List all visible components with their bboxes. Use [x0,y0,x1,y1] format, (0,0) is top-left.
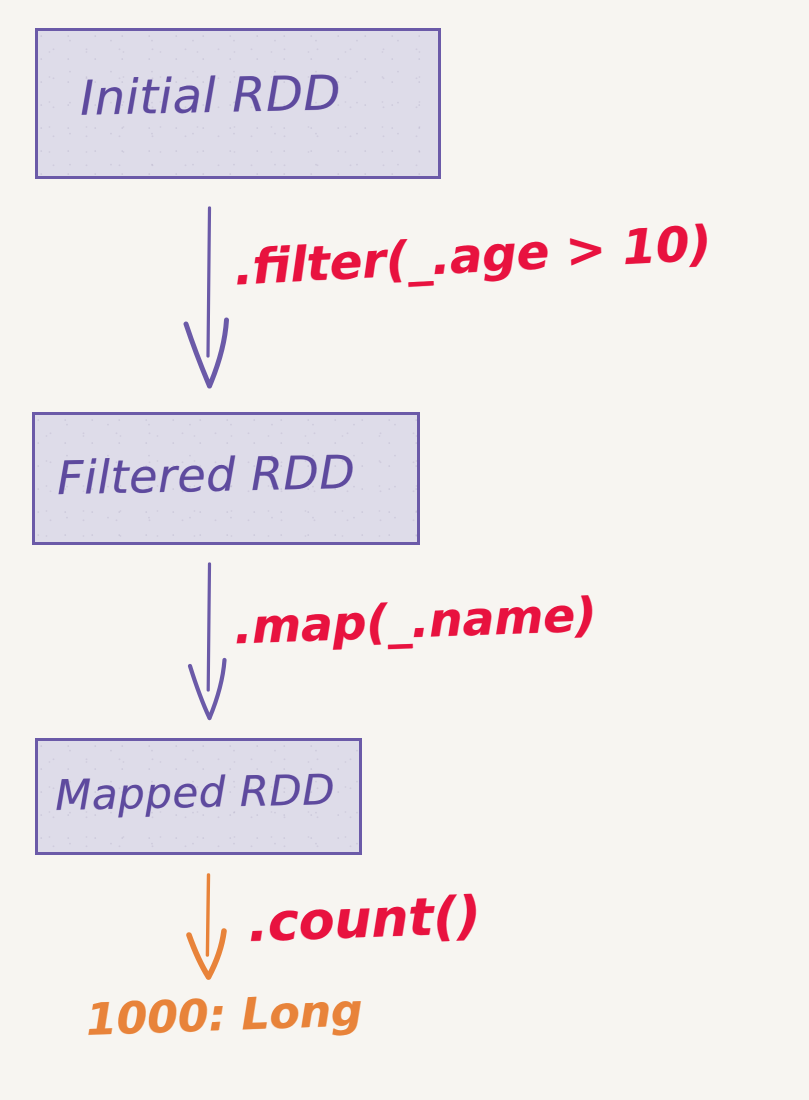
arrow-map [187,562,227,721]
node-label-filtered-rdd: Filtered RDD [56,444,356,506]
arrow-filter [183,206,229,389]
result-value-label: 1000: Long [85,985,364,1046]
node-label-initial-rdd: Initial RDD [79,65,342,127]
edge-label-count: .count() [247,885,482,955]
edge-label-map: .map(_.name) [233,587,598,656]
edge-label-filter: .filter(_.age > 10) [232,215,713,297]
arrow-count [186,873,227,980]
node-label-mapped-rdd: Mapped RDD [54,765,336,820]
node-box-mapped-rdd[interactable] [35,738,362,855]
node-box-filtered-rdd[interactable] [32,412,420,545]
node-box-initial-rdd[interactable] [35,28,441,179]
